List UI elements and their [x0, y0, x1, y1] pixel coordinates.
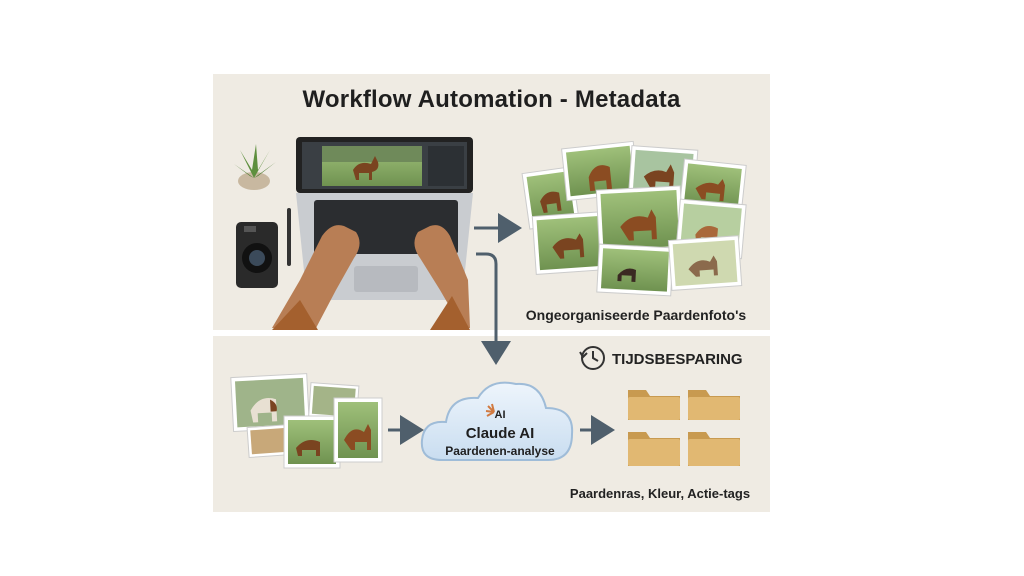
folder-icon: [688, 432, 740, 466]
photo-stack: [230, 373, 383, 469]
ai-mark-label: AI: [495, 409, 506, 421]
folder-icon: [628, 432, 680, 466]
clock-icon: [579, 346, 605, 370]
folder-icon: [628, 390, 680, 420]
arrow-down-to-cloud: [476, 252, 511, 365]
cloud-subtitle: Paardenen-analyse: [445, 444, 555, 458]
unorganized-photos-label: Ongeorganiseerde Paardenfoto's: [526, 307, 747, 323]
camera-icon: [236, 222, 278, 288]
diagram-title: Workflow Automation - Metadata: [302, 86, 681, 113]
folder-icon: [688, 390, 740, 420]
tags-label: Paardenras, Kleur, Actie-tags: [570, 486, 750, 501]
pen-icon: [287, 208, 291, 266]
time-saving-label: TIJDSBESPARING: [612, 351, 743, 368]
cloud-title: Claude AI: [466, 425, 535, 442]
cloud-icon: [420, 381, 574, 461]
plant-icon: [234, 144, 276, 190]
photo-pile: [521, 140, 747, 297]
ai-logo-icon: [485, 403, 495, 417]
hands-icon: [272, 225, 470, 330]
